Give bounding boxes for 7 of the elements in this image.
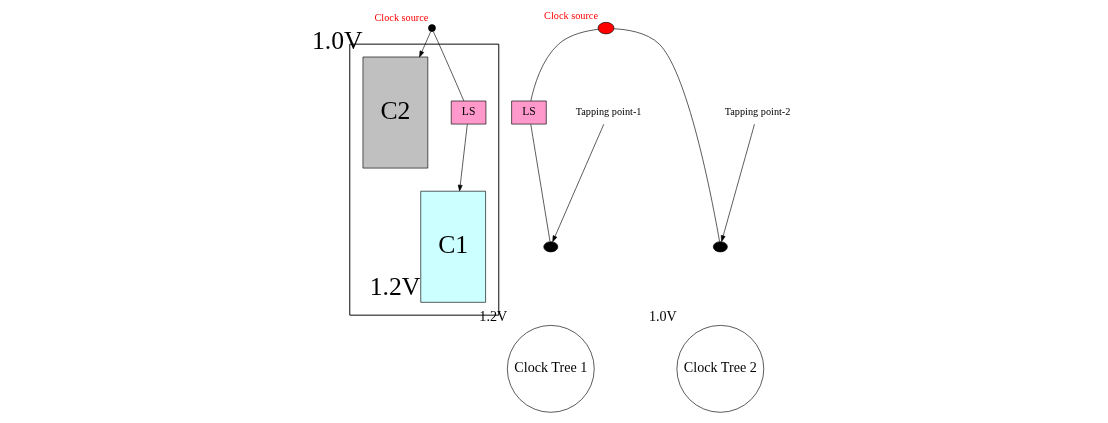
node-label: Clock source — [544, 9, 598, 21]
node-text: Tapping point-2 — [724, 105, 791, 117]
node-label: 1.0V — [311, 26, 363, 56]
node-label: Clock source — [374, 12, 429, 24]
node-label: 1.0V — [648, 308, 677, 325]
node-label: 1.2V — [369, 271, 421, 301]
node-text: Tapping point-1 — [575, 105, 642, 117]
